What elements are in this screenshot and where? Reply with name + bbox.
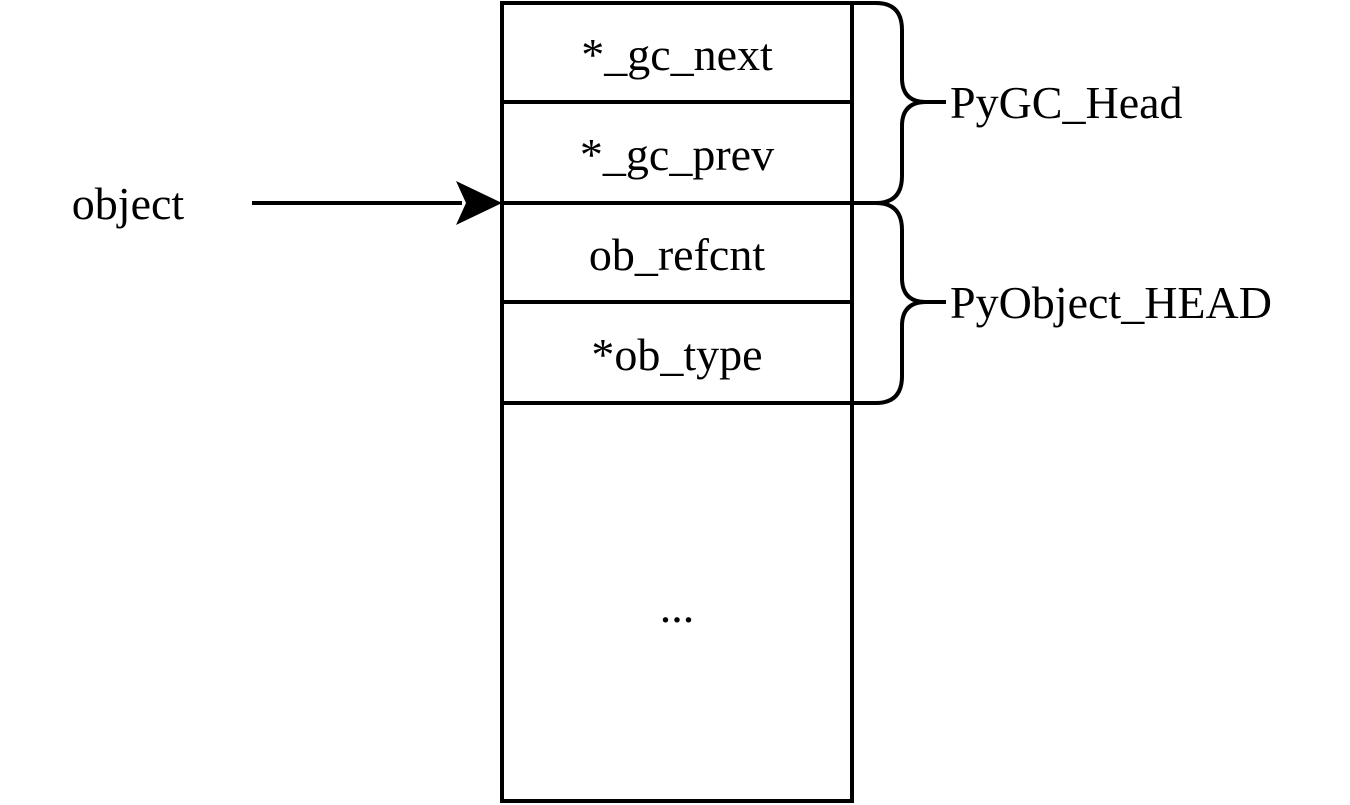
pygc-head-brace	[852, 1, 946, 205]
field-ellipsis: ...	[660, 581, 695, 632]
pyobject-head-label: PyObject_HEAD	[950, 277, 1272, 328]
field-gc-next: *_gc_next	[581, 29, 773, 80]
field-ob-type: *ob_type	[591, 329, 762, 380]
field-gc-prev: *_gc_prev	[580, 129, 774, 180]
pygc-head-label: PyGC_Head	[950, 77, 1183, 128]
pyobject-head-brace	[852, 201, 946, 405]
field-ob-refcnt: ob_refcnt	[589, 229, 765, 280]
object-pointer-label: object	[72, 178, 185, 229]
object-pointer-arrowhead	[456, 181, 502, 225]
